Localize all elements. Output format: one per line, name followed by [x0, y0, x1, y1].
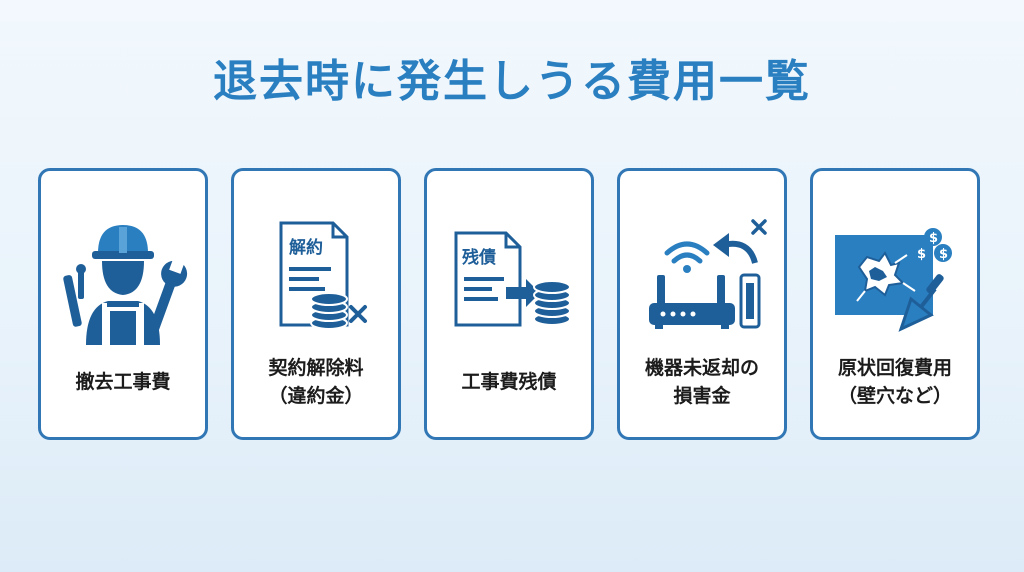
coin-symbol: $ [917, 247, 926, 262]
cost-card-unreturned-equipment: 機器未返却の 損害金 [617, 168, 787, 440]
coin-symbol: $ [939, 247, 948, 262]
card-label-line1: 撤去工事費 [75, 371, 171, 393]
contract-document-coins-icon: 解約 [234, 215, 398, 345]
card-label-line1: 原状回復費用 [837, 357, 952, 379]
cost-card-remaining-debt: 残債 工事費残債 [424, 168, 594, 440]
debt-document-coins-icon: 残債 [427, 215, 591, 345]
card-label: 機器未返却の 損害金 [620, 347, 784, 417]
card-label-line1: 工事費残債 [461, 371, 557, 393]
wall-hole-repair-icon: $ $ $ [813, 215, 977, 345]
card-label-line1: 機器未返却の [644, 357, 759, 379]
card-label: 契約解除料 （違約金） [234, 347, 398, 417]
cost-card-removal: 撤去工事費 [38, 168, 208, 440]
cost-card-cancellation: 解約 契約解除料 （違約金） [231, 168, 401, 440]
document-text: 解約 [289, 237, 323, 258]
card-label: 工事費残債 [427, 347, 591, 417]
card-label-line2: 損害金 [673, 385, 731, 407]
card-label-line2: （壁穴など） [837, 385, 952, 407]
coin-symbol: $ [929, 231, 938, 246]
page-title: 退去時に発生しうる費用一覧 [213, 56, 811, 107]
card-label: 撤去工事費 [41, 347, 205, 417]
card-label-line1: 契約解除料 [268, 357, 364, 379]
card-label-line2: （違約金） [268, 385, 364, 407]
router-return-icon [620, 215, 784, 345]
cost-card-restoration: $ $ $ 原状回復費用 （壁穴など） [810, 168, 980, 440]
construction-worker-wrench-icon [41, 215, 205, 345]
document-text: 残債 [462, 247, 496, 268]
card-label: 原状回復費用 （壁穴など） [813, 347, 977, 417]
